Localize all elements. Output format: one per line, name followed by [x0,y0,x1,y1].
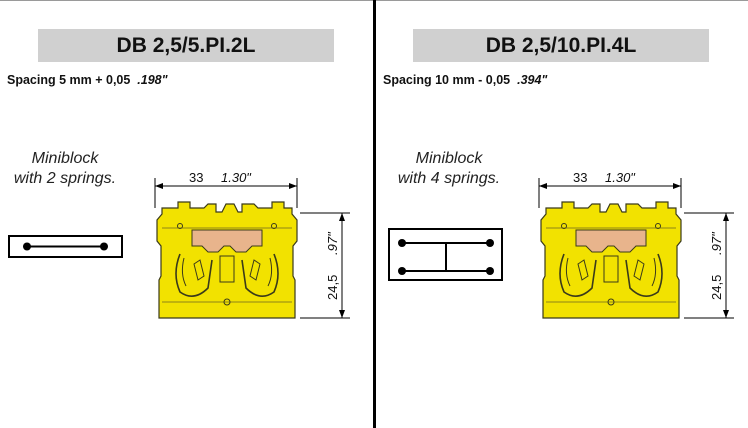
miniblock-2-springs-icon [8,235,123,258]
panel-divider [373,0,376,428]
terminal-block [540,201,682,319]
height-mm-label: 24,5 [709,275,724,300]
caption-line2: with 2 springs. [13,170,117,187]
width-dimension: 33 1.30" [538,170,682,208]
top-rule-left [0,0,373,1]
top-rule-right [376,0,748,1]
left-product-panel: DB 2,5/5.PI.2L Spacing 5 mm + 0,05 .198"… [0,0,373,428]
height-inch-label: .97" [709,231,724,255]
spacing-text: Spacing 10 mm - 0,05 [383,73,511,87]
width-inch-label: 1.30" [221,170,252,185]
spacing-inch: .394" [517,73,548,87]
height-dimension: 24,5 .97" [684,212,734,319]
width-inch-label: 1.30" [605,170,636,185]
right-product-panel: DB 2,5/10.PI.4L Spacing 10 mm - 0,05 .39… [376,0,748,428]
spacing-text: Spacing 5 mm + 0,05 [7,73,131,87]
width-mm-label: 33 [189,170,203,185]
spacing-inch: .198" [137,73,168,87]
caption-line1: Miniblock [31,150,99,167]
product-title: DB 2,5/10.PI.4L [413,29,709,62]
miniblock-caption: Miniblock with 2 springs. [0,149,130,189]
height-inch-label: .97" [325,231,340,255]
product-title: DB 2,5/5.PI.2L [38,29,334,62]
miniblock-4-springs-icon [388,228,503,281]
spacing-spec: Spacing 10 mm - 0,05 .394" [383,73,547,87]
caption-line2: with 4 springs. [397,170,501,187]
width-mm-label: 33 [573,170,587,185]
terminal-drawing-left: 33 1.30" 24,5 .97" [154,170,350,319]
width-dimension: 33 1.30" [154,170,298,208]
spacing-spec: Spacing 5 mm + 0,05 .198" [7,73,168,87]
height-mm-label: 24,5 [325,275,340,300]
height-dimension: 24,5 .97" [300,212,350,319]
terminal-block [156,201,298,319]
terminal-drawing-right: 33 1.30" 24,5 .97" [538,170,734,319]
caption-line1: Miniblock [415,150,483,167]
miniblock-caption: Miniblock with 4 springs. [384,149,514,189]
